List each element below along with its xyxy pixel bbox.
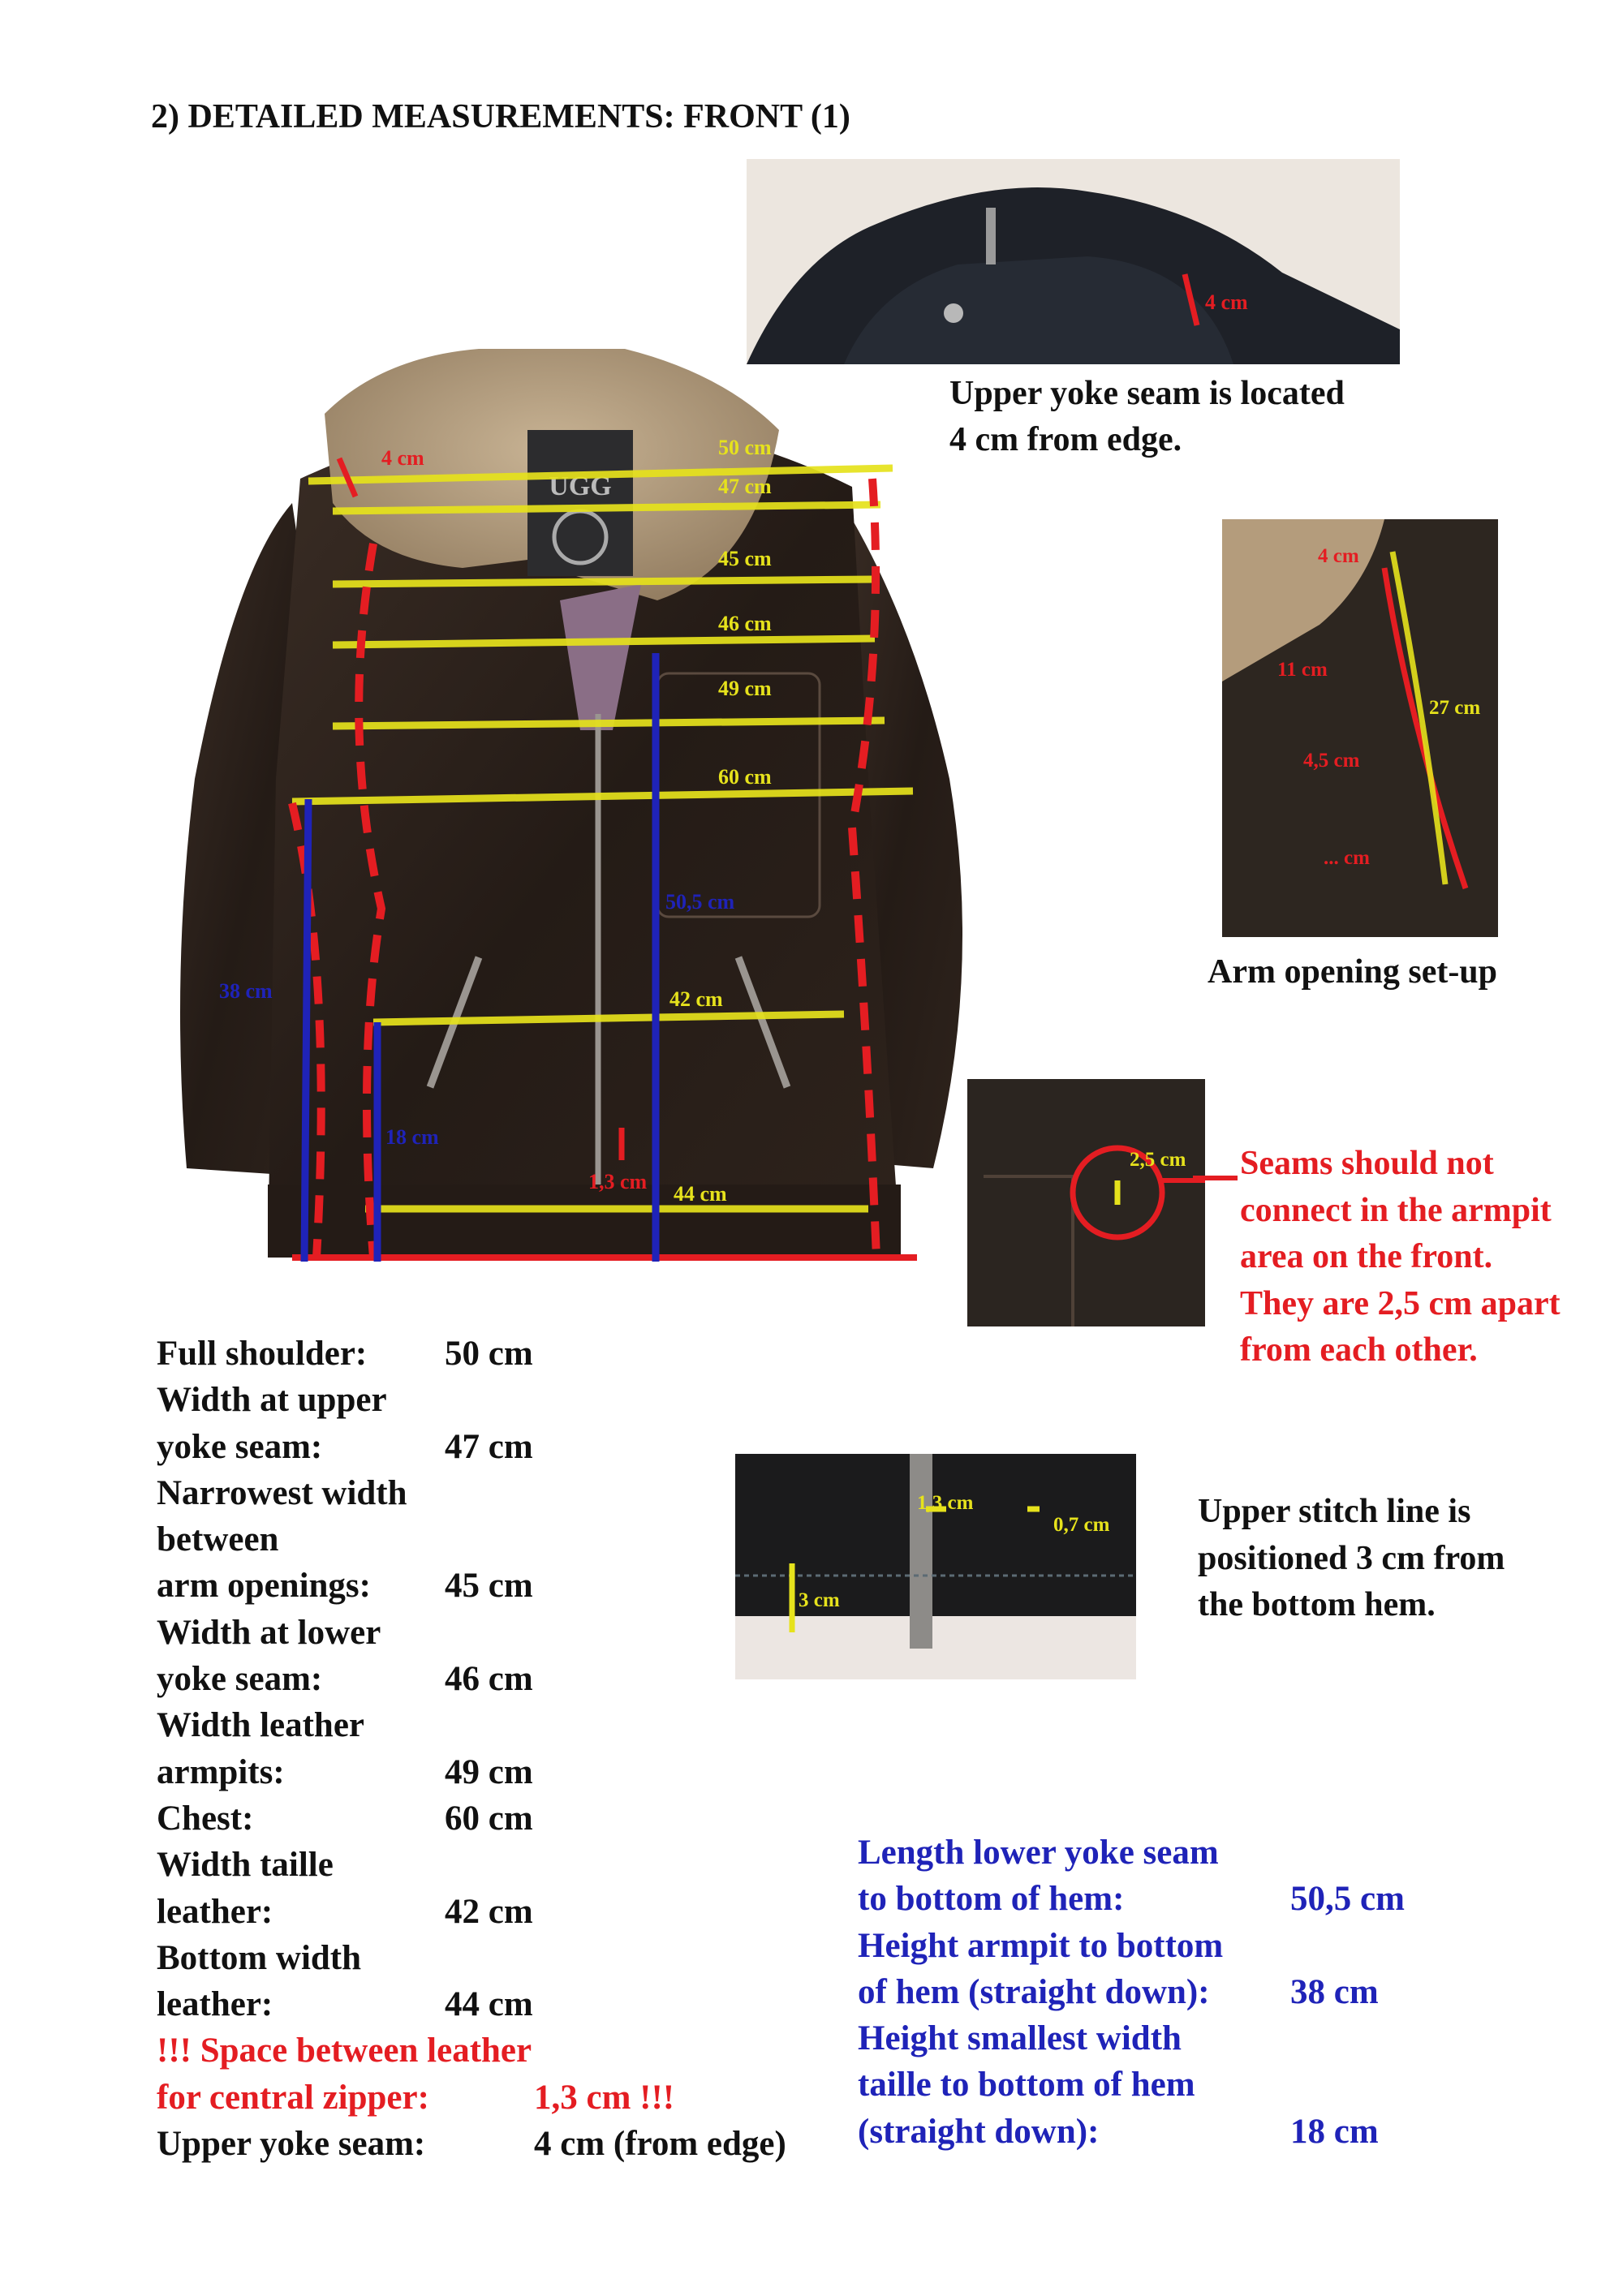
armpit-note-line: Seams should not: [1240, 1145, 1494, 1182]
height-row: Length lower yoke seam: [858, 1834, 1219, 1872]
label-yoke-to-hem: 50,5 cm: [665, 890, 735, 914]
label-bottom: 44 cm: [674, 1182, 727, 1206]
zipper-note-line1: !!! Space between leather: [157, 2032, 532, 2070]
hem-caption: Upper stitch line is positioned 3 cm fro…: [1198, 1489, 1505, 1629]
armpit-note-line: area on the front.: [1240, 1238, 1493, 1275]
armpit-note-line: They are 2,5 cm apart: [1240, 1284, 1561, 1322]
label-upper-yoke-width: 47 cm: [718, 475, 772, 498]
label-arm-openings: 45 cm: [718, 547, 772, 570]
armpit-note: Seams should not connect in the armpit a…: [1240, 1141, 1561, 1374]
arm-opening-photo: 4 cm 11 cm 4,5 cm ... cm 27 cm: [1222, 519, 1498, 937]
collar-caption: Upper yoke seam is located 4 cm from edg…: [949, 371, 1345, 463]
hem-detail-photo: 1,3 cm 0,7 cm 3 cm: [735, 1454, 1136, 1679]
measurement-row: Bottom width: [157, 1938, 362, 1977]
hem-label-zipper: 1,3 cm: [917, 1492, 974, 1514]
collar-caption-line1: Upper yoke seam is located: [949, 375, 1345, 412]
label-taille-height: 18 cm: [385, 1125, 439, 1149]
height-row: Height smallest width: [858, 2019, 1182, 2058]
jacket-front-photo: UGG 4 cm 50 cm 47 cm 45 cm: [180, 349, 962, 1262]
arm-label-left: 11 cm: [1277, 659, 1328, 681]
hem-label-height: 3 cm: [799, 1589, 840, 1611]
label-zipper-space: 1,3 cm: [588, 1170, 648, 1193]
measurement-row: armpits:49 cm: [157, 1752, 533, 1791]
measurement-row: yoke seam:46 cm: [157, 1660, 533, 1699]
arm-caption: Arm opening set-up: [1208, 953, 1498, 991]
label-taille: 42 cm: [669, 987, 723, 1011]
zipper-note-line2: for central zipper:1,3 cm !!!: [157, 2078, 675, 2117]
height-row: Height armpit to bottom: [858, 1926, 1224, 1965]
height-row: taille to bottom of hem: [858, 2066, 1195, 2105]
collar-label: 4 cm: [1205, 290, 1248, 314]
measurement-row: leather:44 cm: [157, 1985, 533, 2024]
armpit-photo: 2,5 cm: [967, 1079, 1205, 1326]
arm-label-bottom: ... cm: [1324, 847, 1370, 869]
label-lower-yoke: 46 cm: [718, 612, 772, 635]
hem-label-stitch: 0,7 cm: [1053, 1514, 1110, 1536]
arm-label-top: 4 cm: [1318, 545, 1359, 567]
hem-caption-line: positioned 3 cm from: [1198, 1539, 1505, 1577]
measurement-row: Width taille: [157, 1846, 334, 1885]
height-row: (straight down):18 cm: [858, 2112, 1379, 2151]
label-chest: 60 cm: [718, 765, 772, 789]
height-row: of hem (straight down):38 cm: [858, 1972, 1379, 2011]
height-row: to bottom of hem:50,5 cm: [858, 1880, 1405, 1919]
measurement-row: yoke seam:47 cm: [157, 1427, 533, 1466]
arm-label-right: 27 cm: [1429, 697, 1480, 719]
measurement-row: Narrowest width: [157, 1473, 407, 1512]
measurement-row: Chest:60 cm: [157, 1799, 533, 1838]
label-armpits: 49 cm: [718, 677, 772, 700]
measurement-row: Full shoulder:50 cm: [157, 1335, 533, 1373]
upper-yoke-note: Upper yoke seam:4 cm (from edge): [157, 2125, 786, 2164]
measurement-row: leather:42 cm: [157, 1892, 533, 1931]
armpit-pointer: [1193, 1176, 1238, 1180]
arm-label-mid: 4,5 cm: [1303, 750, 1360, 772]
measurement-row: arm openings:45 cm: [157, 1567, 533, 1606]
label-upper-yoke: 4 cm: [381, 446, 424, 470]
measurement-row: Width leather: [157, 1706, 365, 1745]
collar-detail-photo: 4 cm: [747, 159, 1400, 364]
label-armpit-height: 38 cm: [219, 979, 273, 1003]
armpit-label: 2,5 cm: [1130, 1149, 1186, 1171]
label-full-shoulder: 50 cm: [718, 436, 772, 459]
collar-caption-line2: 4 cm from edge.: [949, 421, 1182, 458]
armpit-note-line: connect in the armpit: [1240, 1191, 1552, 1229]
measurement-row: Width at upper: [157, 1381, 387, 1420]
measurement-row: between: [157, 1520, 279, 1559]
measurement-list: Full shoulder:50 cm Width at upper yoke …: [157, 1331, 786, 2167]
page-title: 2) DETAILED MEASUREMENTS: FRONT (1): [151, 98, 850, 135]
height-list: Length lower yoke seam to bottom of hem:…: [858, 1829, 1405, 2155]
armpit-note-line: from each other.: [1240, 1331, 1478, 1369]
hem-caption-line: Upper stitch line is: [1198, 1493, 1471, 1530]
hem-caption-line: the bottom hem.: [1198, 1586, 1436, 1623]
measurement-row: Width at lower: [157, 1613, 381, 1652]
